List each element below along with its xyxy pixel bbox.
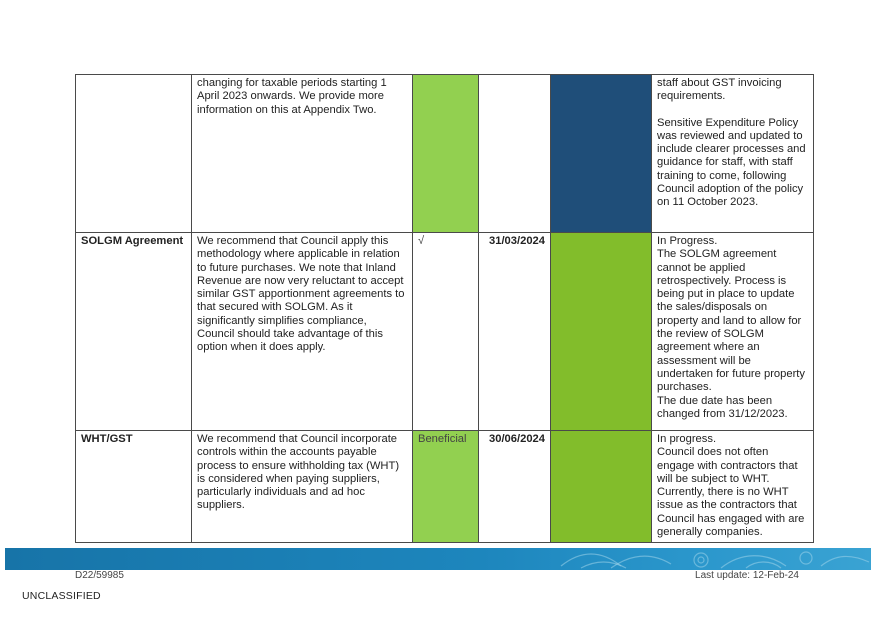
table-row: changing for taxable periods starting 1 … bbox=[75, 74, 814, 233]
status-paragraph: staff about GST invoicing requirements. bbox=[657, 77, 782, 103]
status-line: In Progress. bbox=[657, 235, 718, 247]
row-label: SOLGM Agreement bbox=[75, 232, 192, 431]
priority-cell bbox=[412, 74, 479, 233]
decorative-pattern-icon bbox=[560, 551, 870, 569]
status-color-cell bbox=[550, 74, 652, 233]
last-update: Last update: 12-Feb-24 bbox=[695, 570, 799, 581]
recommendation-text: changing for taxable periods starting 1 … bbox=[191, 74, 413, 233]
footer-banner bbox=[5, 548, 871, 570]
status-line: Council does not often engage with contr… bbox=[657, 446, 805, 539]
table-row: WHT/GST We recommend that Council incorp… bbox=[75, 429, 814, 544]
row-label bbox=[75, 74, 192, 233]
due-date bbox=[478, 74, 551, 233]
status-color-cell bbox=[550, 232, 652, 431]
due-date: 31/03/2024 bbox=[478, 232, 551, 431]
classification-label: UNCLASSIFIED bbox=[22, 590, 101, 602]
status-text: In progress. Council does not often enga… bbox=[651, 429, 814, 544]
due-date: 30/06/2024 bbox=[478, 429, 551, 544]
status-line: The due date has been changed from 31/12… bbox=[657, 394, 788, 420]
status-text: In Progress. The SOLGM agreement cannot … bbox=[651, 232, 814, 431]
table-row: SOLGM Agreement We recommend that Counci… bbox=[75, 232, 814, 431]
recommendation-text: We recommend that Council incorporate co… bbox=[191, 429, 413, 544]
document-reference: D22/59985 bbox=[75, 570, 124, 581]
status-line: In progress. bbox=[657, 433, 717, 445]
recommendations-table: changing for taxable periods starting 1 … bbox=[75, 74, 814, 544]
status-paragraph: Sensitive Expenditure Policy was reviewe… bbox=[657, 116, 806, 209]
status-text: staff about GST invoicing requirements. … bbox=[651, 74, 814, 233]
row-label: WHT/GST bbox=[75, 429, 192, 544]
status-color-cell bbox=[550, 429, 652, 544]
recommendation-text: We recommend that Council apply this met… bbox=[191, 232, 413, 431]
priority-cell: Beneficial bbox=[412, 429, 479, 544]
status-line: The SOLGM agreement cannot be applied re… bbox=[657, 248, 806, 394]
priority-cell: √ bbox=[412, 232, 479, 431]
